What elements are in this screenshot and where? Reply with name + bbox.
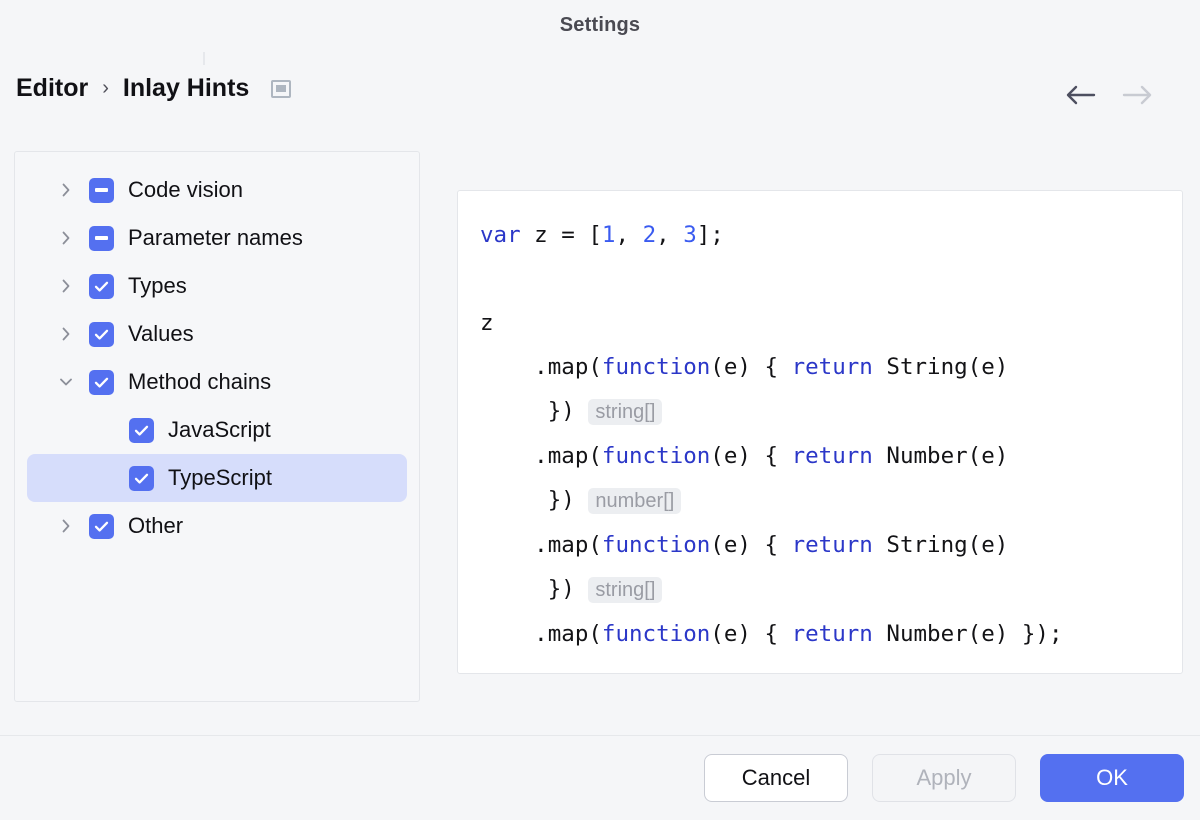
tree-item-values[interactable]: Values xyxy=(27,310,407,358)
tree-item-label: TypeScript xyxy=(168,465,272,490)
tree-item-code-vision[interactable]: Code vision xyxy=(27,166,407,214)
chevron-right-icon[interactable] xyxy=(53,321,79,347)
code-text: z xyxy=(480,310,494,336)
code-text: (e) { xyxy=(710,621,792,647)
code-keyword: return xyxy=(791,354,873,380)
code-text: .map( xyxy=(480,354,602,380)
code-line: }) string[] xyxy=(480,389,1182,434)
checkbox-checked-icon[interactable] xyxy=(129,417,154,443)
code-text: }) xyxy=(480,576,589,602)
code-keyword: function xyxy=(601,532,711,558)
panel-layout-icon[interactable] xyxy=(271,79,292,98)
chevron-right-icon[interactable] xyxy=(53,273,79,299)
footer-divider xyxy=(0,735,1200,736)
code-text: (e) { xyxy=(710,532,792,558)
code-text: , xyxy=(656,222,684,248)
tree-item-method-chains[interactable]: Method chains xyxy=(27,358,407,406)
code-line: .map(function(e) { return Number(e) xyxy=(480,434,1182,478)
code-number: 1 xyxy=(601,222,616,248)
inlay-hint-badge: number[] xyxy=(588,488,682,514)
code-line: .map(function(e) { return String(e) xyxy=(480,523,1182,567)
code-text: (e) { xyxy=(710,443,792,469)
tree-item-label: Code vision xyxy=(128,177,243,202)
code-text: String(e) xyxy=(872,532,1009,558)
checkbox-indeterminate-icon[interactable] xyxy=(89,177,114,203)
code-text: }) xyxy=(480,487,589,513)
checkbox-dash xyxy=(95,236,108,240)
code-keyword: return xyxy=(791,621,873,647)
tree-item-javascript[interactable]: JavaScript xyxy=(27,406,407,454)
settings-header: Editor › Inlay Hints xyxy=(0,50,1200,138)
code-text: (e) { xyxy=(710,354,792,380)
tree-item-types[interactable]: Types xyxy=(27,262,407,310)
breadcrumb: Editor › Inlay Hints xyxy=(16,74,292,102)
code-line xyxy=(480,257,1182,301)
panel-layout-icon-inner xyxy=(276,85,287,92)
code-text: String(e) xyxy=(872,354,1009,380)
code-keyword: function xyxy=(601,354,711,380)
tree-item-label: JavaScript xyxy=(168,417,271,442)
code-line: var z = [1, 2, 3]; xyxy=(480,213,1182,257)
code-text: .map( xyxy=(480,443,602,469)
tree-item-other[interactable]: Other xyxy=(27,502,407,550)
apply-button[interactable]: Apply xyxy=(872,754,1016,802)
breadcrumb-item-editor[interactable]: Editor xyxy=(16,74,89,102)
code-text: .map( xyxy=(480,532,602,558)
code-keyword: return xyxy=(791,443,873,469)
window-title: Settings xyxy=(559,13,641,36)
code-keyword: function xyxy=(601,443,711,469)
code-text: Number(e) }); xyxy=(872,621,1063,647)
code-text: , xyxy=(615,222,643,248)
code-line: }) string[] xyxy=(480,567,1182,612)
code-line: .map(function(e) { return Number(e) }); xyxy=(480,612,1182,656)
chevron-down-icon[interactable] xyxy=(53,369,79,395)
tree-item-label: Types xyxy=(128,273,187,298)
code-line: z xyxy=(480,301,1182,345)
chevron-right-icon[interactable] xyxy=(53,225,79,251)
chevron-right-icon[interactable] xyxy=(53,513,79,539)
inlay-hint-badge: string[] xyxy=(588,399,663,425)
header-tick-artifact xyxy=(203,52,205,65)
code-keyword: var xyxy=(480,222,521,248)
breadcrumb-separator-icon: › xyxy=(102,76,109,99)
navigation-arrows xyxy=(1062,78,1156,112)
tree-item-label: Parameter names xyxy=(128,225,303,250)
checkbox-checked-icon[interactable] xyxy=(89,321,114,347)
code-text: }) xyxy=(480,398,589,424)
code-line: }) number[] xyxy=(480,478,1182,523)
dialog-button-bar: Cancel Apply OK xyxy=(0,736,1200,820)
checkbox-checked-icon[interactable] xyxy=(129,465,154,491)
forward-arrow-icon[interactable] xyxy=(1120,78,1156,112)
code-preview-panel: var z = [1, 2, 3]; z .map(function(e) { … xyxy=(457,190,1183,674)
tree-item-label: Method chains xyxy=(128,369,272,394)
window-titlebar: Settings xyxy=(0,0,1200,50)
code-text: Number(e) xyxy=(872,443,1009,469)
back-arrow-icon[interactable] xyxy=(1062,78,1098,112)
tree-item-parameter-names[interactable]: Parameter names xyxy=(27,214,407,262)
code-text: ]; xyxy=(696,222,724,248)
cancel-button[interactable]: Cancel xyxy=(704,754,848,802)
code-text: .map( xyxy=(480,621,602,647)
tree-item-label: Values xyxy=(128,321,194,346)
breadcrumb-item-inlay-hints[interactable]: Inlay Hints xyxy=(122,74,250,102)
inlay-hint-badge: string[] xyxy=(588,577,663,603)
checkbox-dash xyxy=(95,188,108,192)
tree-item-label: Other xyxy=(128,513,184,538)
checkbox-checked-icon[interactable] xyxy=(89,369,114,395)
code-line: .map(function(e) { return String(e) xyxy=(480,345,1182,389)
checkbox-checked-icon[interactable] xyxy=(89,513,114,539)
code-keyword: function xyxy=(601,621,711,647)
tree-item-typescript[interactable]: TypeScript xyxy=(27,454,407,502)
code-keyword: return xyxy=(791,532,873,558)
code-number: 3 xyxy=(683,222,697,248)
ok-button[interactable]: OK xyxy=(1040,754,1184,802)
chevron-right-icon[interactable] xyxy=(53,177,79,203)
code-text: z = [ xyxy=(520,222,602,248)
checkbox-checked-icon[interactable] xyxy=(89,273,114,299)
checkbox-indeterminate-icon[interactable] xyxy=(89,225,114,251)
code-number: 2 xyxy=(642,222,657,248)
